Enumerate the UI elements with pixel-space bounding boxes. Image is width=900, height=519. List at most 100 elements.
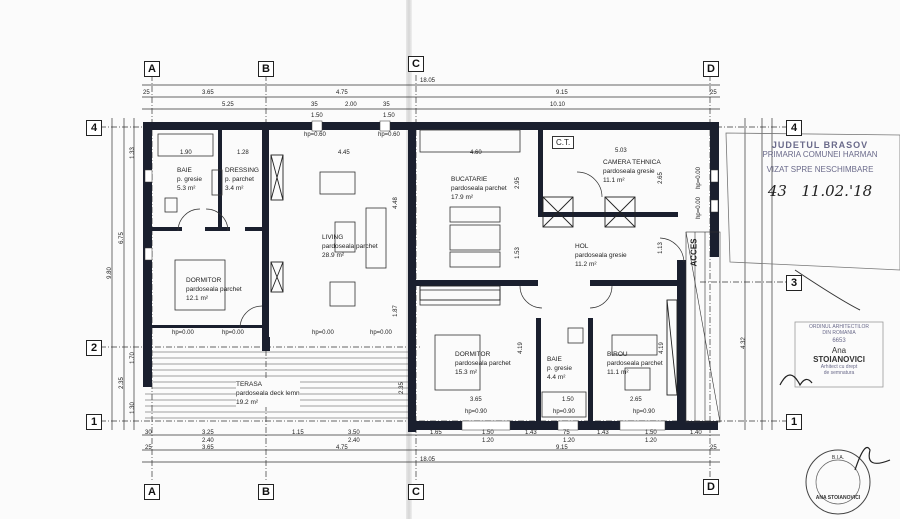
axis-label-b-top: B	[258, 61, 274, 77]
sill-height-right-1: hp=0.00	[695, 167, 702, 189]
dim-bot-350: 3.50	[348, 430, 360, 436]
dim-top-200: 2.00	[345, 102, 357, 108]
architect-last-name: STOIANOVICI	[813, 355, 865, 364]
axis-label-c-top: C	[408, 56, 424, 72]
axis-label-d-top: D	[703, 61, 719, 77]
room-birou: BIROU pardoseala parchet 11.1 m²	[607, 350, 663, 377]
axis-label-b-bottom: B	[258, 484, 274, 500]
dim-left-170: 1.70	[129, 352, 136, 364]
room-name: DRESSING	[225, 167, 259, 174]
dim-bot-143a: 1.43	[525, 430, 537, 436]
dim-top-365: 3.65	[202, 90, 214, 96]
dim-dressing-width: 1.28	[237, 150, 249, 156]
axis-label-1-left: 1	[86, 414, 102, 430]
dim-top-25r: 25	[710, 90, 717, 96]
dim-dormitor2-width: 3.65	[470, 397, 482, 403]
dim-opening-1: 1.50	[311, 113, 323, 119]
ct-label: C.T.	[552, 136, 575, 149]
sill-height-bot-1: hp=0.90	[465, 409, 487, 415]
dim-top-915: 9.15	[556, 90, 568, 96]
dim-bot2-365: 3.65	[202, 445, 214, 451]
room-floor: pardoseala parchet	[607, 360, 663, 367]
dim-bot-overall: 18.05	[420, 457, 436, 463]
dim-bot-sub-240a: 2.40	[202, 438, 214, 444]
approval-number: 43	[767, 182, 787, 200]
dim-top-35a: 35	[311, 102, 318, 108]
room-name: BAIE	[547, 356, 562, 363]
sill-height-top-1: hp=0.60	[304, 132, 326, 138]
architect-country: DIN ROMANIA	[822, 330, 856, 336]
dim-top-35b: 35	[383, 102, 390, 108]
dim-bot-sub-120c: 1.20	[645, 438, 657, 444]
dim-top-25: 25	[143, 90, 150, 96]
sill-height-ter-1: hp=0.00	[172, 330, 194, 336]
room-dressing: DRESSING p. parchet 3.4 m²	[225, 166, 259, 193]
room-area: 11.1 m²	[607, 369, 629, 376]
room-name: HOL	[575, 243, 589, 250]
room-name: BUCATARIE	[451, 176, 488, 183]
approval-stamp: JUDETUL BRASOV PRIMARIA COMUNEI HARMAN V…	[745, 140, 895, 200]
room-floor: pardoseala parchet	[455, 360, 511, 367]
room-floor: pardoseala parchet	[322, 243, 378, 250]
dim-bot-sub-120b: 1.20	[563, 438, 575, 444]
dim-bot-115: 1.15	[292, 430, 304, 436]
axis-label-c-bottom: C	[408, 484, 424, 500]
seal-top: B.I.A.	[831, 455, 845, 461]
approval-date: 11.02.'18	[801, 182, 873, 200]
room-floor: pardoseala parchet	[451, 185, 507, 192]
architect-role-2: de semnatura	[823, 370, 855, 376]
room-name: BIROU	[607, 351, 628, 358]
approval-status: VIZAT SPRE NESCHIMBARE	[766, 165, 874, 174]
axis-label-1-right: 1	[786, 414, 802, 430]
axis-label-2-left: 2	[86, 340, 102, 356]
room-bucatarie: BUCATARIE pardoseala parchet 17.9 m²	[451, 175, 507, 202]
dim-ct-width: 5.03	[615, 148, 627, 154]
architect-number: 6653	[832, 338, 846, 344]
dim-hol-depth: 1.53	[514, 247, 521, 259]
dim-bot-143b: 1.43	[597, 430, 609, 436]
dim-left-675: 6.75	[118, 232, 125, 244]
dim-left-133: 1.33	[129, 147, 136, 159]
dim-bot-150b: 1.50	[645, 430, 657, 436]
dim-top-1010: 10.10	[550, 102, 566, 108]
dim-acces-depth: 4.32	[740, 337, 747, 349]
room-floor: p. gresie	[177, 176, 202, 183]
dim-left-980: 9.80	[106, 267, 113, 279]
approval-town: PRIMARIA COMUNEI HARMAN	[762, 150, 878, 159]
room-name: DORMITOR	[455, 351, 491, 358]
dim-bot-sub-240b: 2.40	[348, 438, 360, 444]
room-baie-1: BAIE p. gresie 5.3 m²	[177, 166, 202, 193]
dim-bot2-475: 4.75	[336, 445, 348, 451]
sill-height-bot-2: hp=0.90	[553, 409, 575, 415]
room-name: DORMITOR	[186, 277, 222, 284]
dim-bot-75: 75	[563, 430, 570, 436]
sill-height-ter-2: hp=0.00	[222, 330, 244, 336]
room-name: LIVING	[322, 234, 344, 241]
dim-opening-2: 1.50	[383, 113, 395, 119]
architect-stamp: ORDINUL ARHITECTILOR DIN ROMANIA 6653 An…	[796, 324, 882, 376]
dim-terasa-depth: 2.35	[398, 382, 405, 394]
approval-county: JUDETUL BRASOV	[771, 140, 869, 150]
room-floor: pardoseala gresie	[575, 252, 627, 259]
room-name: CAMERA TEHNICA	[603, 159, 661, 166]
dim-overall-top: 18.05	[420, 78, 436, 84]
room-area: 15.3 m²	[455, 369, 478, 376]
sill-height-right-2: hp=0.00	[695, 197, 702, 219]
room-camera-tehnica: CAMERA TEHNICA pardoseala gresie 11.1 m²	[603, 158, 661, 185]
architect-first-name: Ana	[831, 346, 847, 355]
room-floor: pardoseala parchet	[186, 286, 242, 293]
dim-birou-width: 2.65	[630, 397, 642, 403]
dim-bot-165: 1.65	[430, 430, 442, 436]
dim-living-width: 4.45	[338, 150, 350, 156]
room-hol: HOL pardoseala gresie 11.2 m²	[575, 242, 627, 269]
room-name: BAIE	[177, 167, 192, 174]
dim-bucatarie-depth: 2.95	[514, 177, 521, 189]
axis-label-4-left: 4	[86, 120, 102, 136]
room-area: 17.9 m²	[451, 194, 474, 201]
dim-bot2-915: 9.15	[556, 445, 568, 451]
dim-living-lower: 1.87	[392, 305, 399, 317]
dim-bot-150a: 1.50	[482, 430, 494, 436]
room-floor: p. gresie	[547, 365, 572, 372]
acces-label: ACCES	[689, 238, 699, 267]
